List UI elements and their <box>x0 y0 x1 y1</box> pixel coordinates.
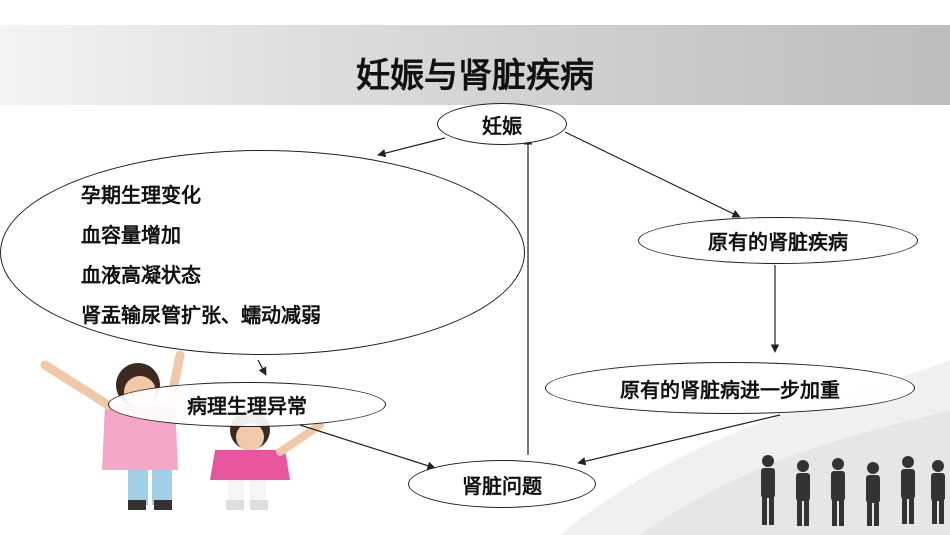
pregnancy-changes-ellipse: 孕期生理变化 血容量增加 血液高凝状态 肾盂输尿管扩张、蠕动减弱 <box>0 150 525 355</box>
change-item: 肾盂输尿管扩张、蠕动减弱 <box>81 303 321 327</box>
node-pregnancy: 妊娠 <box>437 103 567 145</box>
node-preexisting-label: 原有的肾脏疾病 <box>708 230 848 254</box>
change-item: 血液高凝状态 <box>81 263 201 287</box>
node-pregnancy-label: 妊娠 <box>482 113 522 138</box>
node-pathophysiology: 病理生理异常 <box>108 382 386 427</box>
node-preexisting-kidney-disease: 原有的肾脏疾病 <box>638 217 918 264</box>
arrow-pregnancy-to-changes <box>377 137 446 158</box>
change-item: 血容量增加 <box>81 223 181 247</box>
title-bar <box>0 25 950 105</box>
node-worsening-label: 原有的肾脏病进一步加重 <box>620 377 840 402</box>
node-kidney-problem: 肾脏问题 <box>408 460 596 508</box>
change-item: 孕期生理变化 <box>81 183 201 207</box>
arrow-pathology-to-kidney <box>299 424 436 470</box>
page-title: 妊娠与肾脏疾病 <box>356 56 594 96</box>
node-pathology-label: 病理生理异常 <box>187 394 307 418</box>
arrow-worsening-to-kidney <box>577 414 781 466</box>
people-silhouettes-icon <box>761 455 945 526</box>
node-kidney-disease-worsening: 原有的肾脏病进一步加重 <box>545 362 915 414</box>
arrow-pregnancy-to-preexisting <box>564 131 741 218</box>
node-kidney-problem-label: 肾脏问题 <box>462 473 542 498</box>
arrow-changes-to-pathology <box>257 359 267 376</box>
